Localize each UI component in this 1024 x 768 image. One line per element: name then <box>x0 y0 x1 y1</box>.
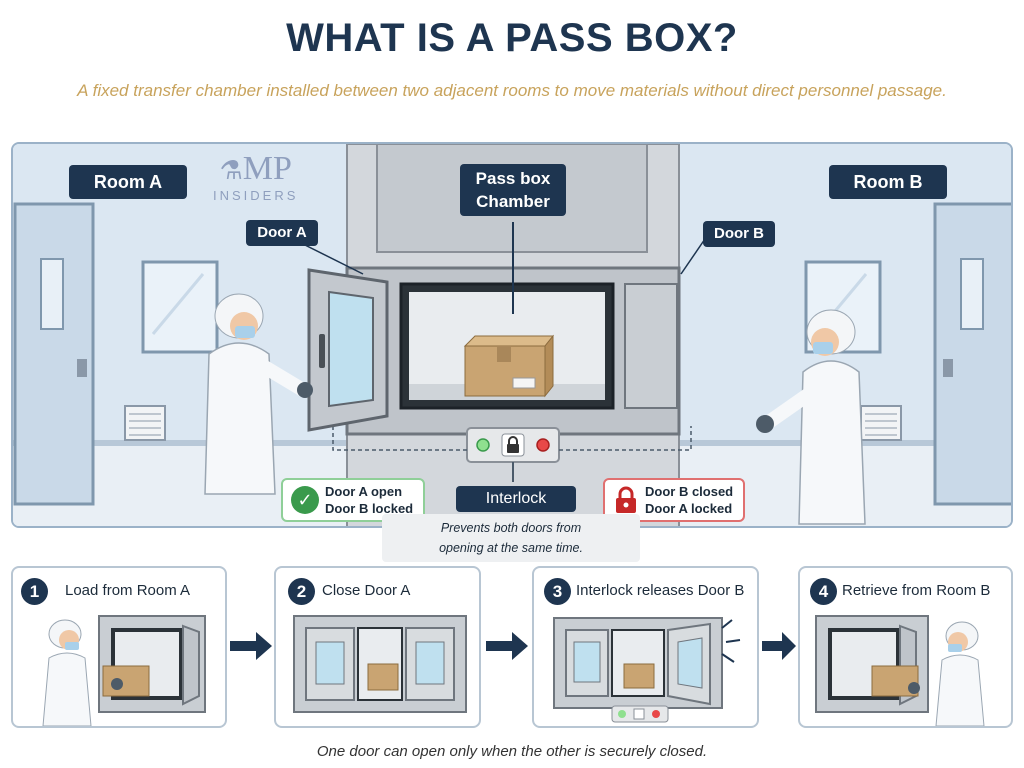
page-subtitle: A fixed transfer chamber installed betwe… <box>77 81 947 100</box>
interlock-label: Interlock <box>456 486 576 512</box>
room-b-vent <box>860 405 902 441</box>
room-b-door <box>933 202 1011 506</box>
door-b-label: Door B <box>703 221 775 247</box>
door-a-label: Door A <box>246 220 318 246</box>
arrow-right-icon <box>762 632 796 665</box>
door-a-open <box>307 268 389 432</box>
lock-icon <box>613 486 639 514</box>
check-icon: ✓ <box>291 486 319 514</box>
gmp-insiders-logo: ⚗MP INSIDERS <box>213 150 299 204</box>
step-number: 2 <box>288 578 315 605</box>
step-1-illustration <box>42 615 206 726</box>
step-1-card: 1 Load from Room A <box>11 566 227 728</box>
room-a-window <box>141 260 219 354</box>
step-4-illustration <box>815 615 985 726</box>
step-label: Interlock releases Door B <box>576 582 745 599</box>
room-a-door <box>13 202 95 506</box>
microscope-icon: ⚗ <box>219 156 243 185</box>
pass-box-scene: ⚗MP INSIDERS Room A Room B Pass box Cham… <box>11 142 1013 528</box>
step-label: Close Door A <box>322 582 411 599</box>
room-a-label: Room A <box>69 165 187 199</box>
interlock-note: Prevents both doors from opening at the … <box>382 514 640 562</box>
pass-box-chamber-label: Pass box Chamber <box>460 164 566 216</box>
room-a-vent <box>124 405 166 441</box>
step-3-card: 3 Interlock releases Door B <box>532 566 759 728</box>
arrow-right-icon <box>486 632 528 665</box>
package-box <box>463 334 555 398</box>
step-number: 3 <box>544 578 571 605</box>
step-number: 4 <box>810 578 837 605</box>
room-b-label: Room B <box>829 165 947 199</box>
page-title: WHAT IS A PASS BOX? <box>286 16 738 60</box>
step-3-illustration <box>553 617 741 723</box>
step-label: Retrieve from Room B <box>842 582 991 599</box>
step-label: Load from Room A <box>65 582 191 599</box>
arrow-right-icon <box>230 632 272 665</box>
step-4-card: 4 Retrieve from Room B <box>798 566 1013 728</box>
step-2-illustration <box>293 615 467 713</box>
step-2-card: 2 Close Door A <box>274 566 481 728</box>
footer-note: One door can open only when the other is… <box>316 743 708 760</box>
person-room-a <box>204 293 313 495</box>
person-room-b <box>756 309 866 525</box>
step-number: 1 <box>21 578 48 605</box>
